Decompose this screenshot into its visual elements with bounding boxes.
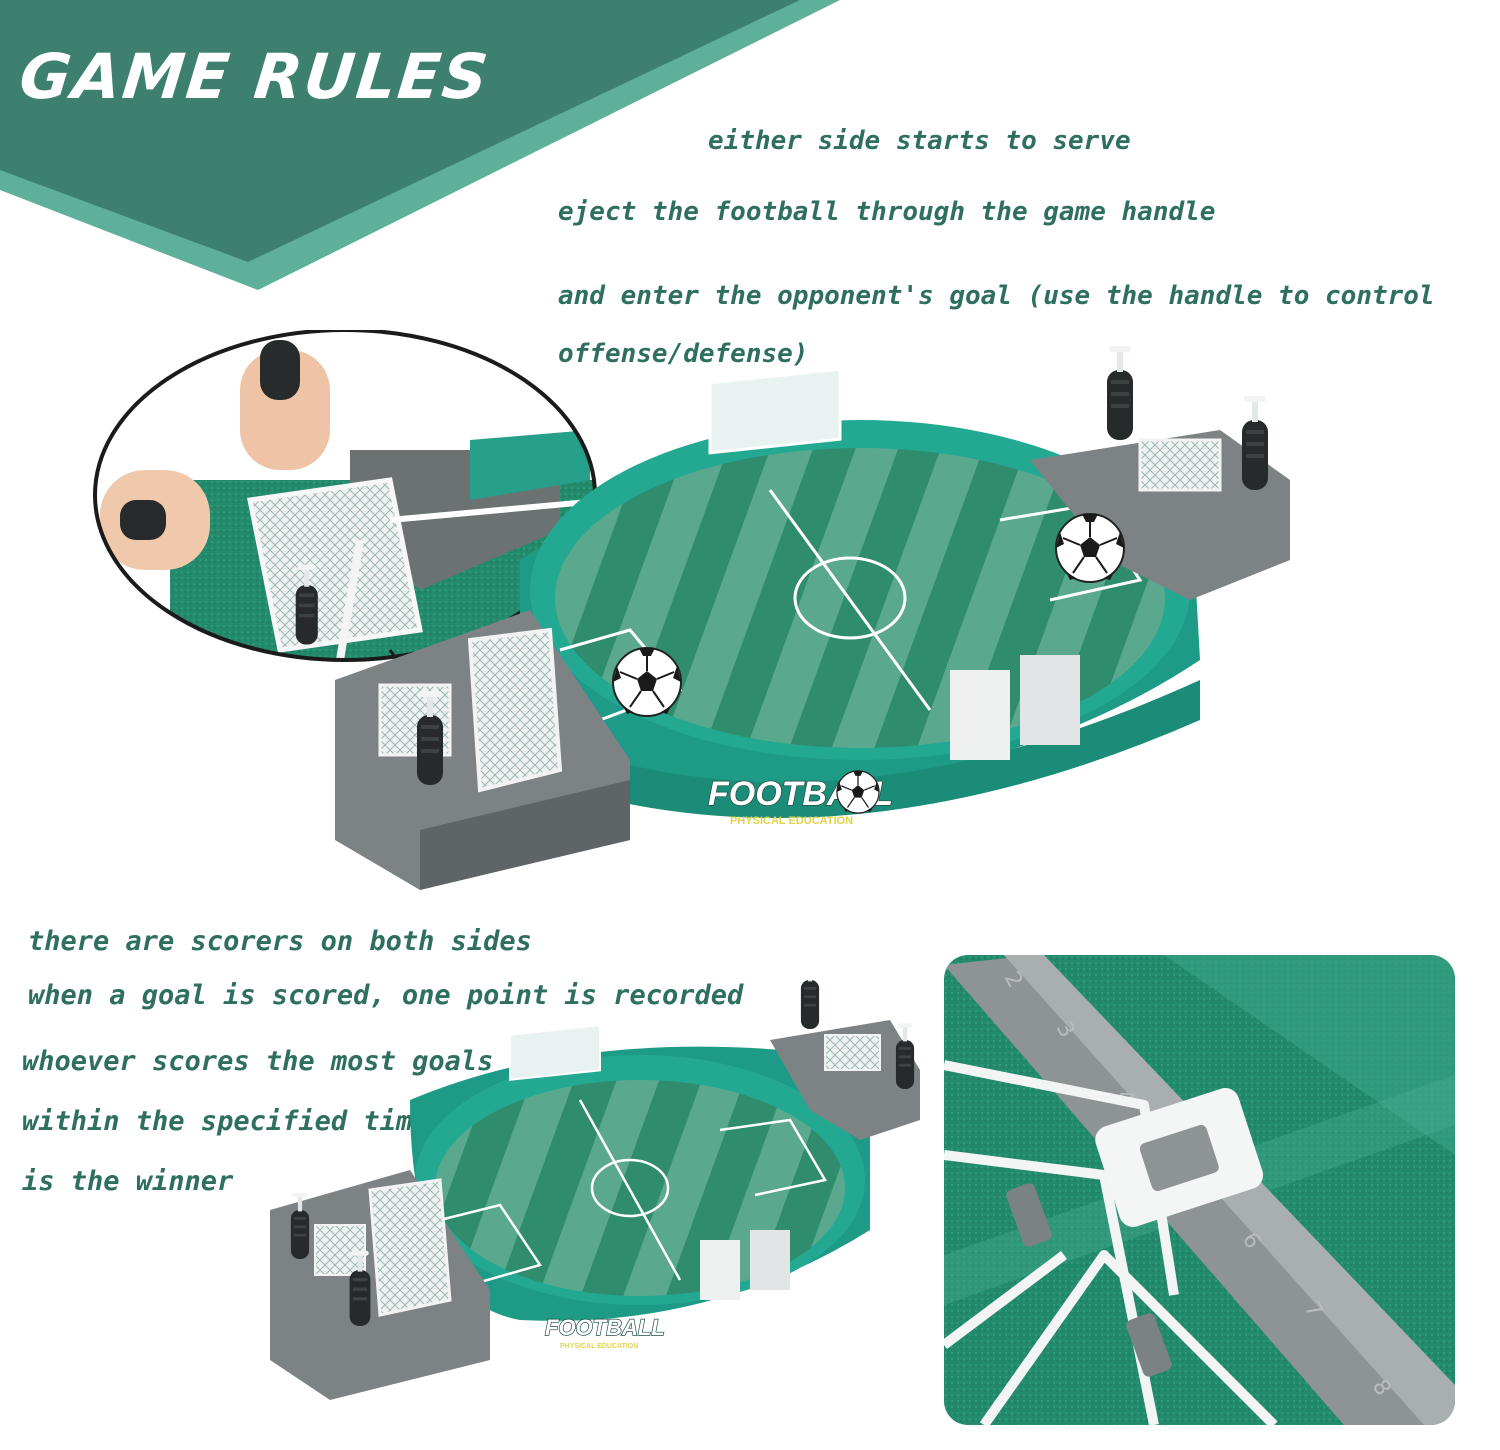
soccer-ball-right bbox=[1055, 513, 1125, 583]
board-brand-label: FOOTBALL PHYSICAL EDUCATION bbox=[707, 770, 894, 827]
scorer-closeup: 2 3 4 5 6 7 8 bbox=[944, 955, 1455, 1425]
rule-winner: is the winner bbox=[22, 1166, 234, 1197]
page-title: GAME RULES bbox=[16, 40, 493, 113]
rule-most-goals: whoever scores the most goals bbox=[22, 1046, 494, 1077]
small-brand-text: FOOTBALL bbox=[545, 1315, 665, 1340]
rule-scorers: there are scorers on both sides bbox=[28, 926, 532, 957]
rule-enter-goal: and enter the opponent's goal (use the h… bbox=[558, 281, 1435, 311]
soccer-ball-left bbox=[612, 647, 682, 717]
brand-subtitle: PHYSICAL EDUCATION bbox=[730, 815, 853, 827]
rule-serve: either side starts to serve bbox=[708, 126, 1131, 156]
small-brand-subtitle: PHYSICAL EDUCATION bbox=[560, 1343, 638, 1350]
football-game-board-small: FOOTBALL PHYSICAL EDUCATION bbox=[270, 980, 920, 1400]
football-game-board: FOOTBALL PHYSICAL EDUCATION bbox=[93, 330, 1290, 890]
rule-offense-defense: offense/defense) bbox=[558, 339, 809, 369]
title-banner bbox=[0, 0, 840, 290]
score-slider[interactable] bbox=[1092, 1084, 1267, 1230]
rule-eject: eject the football through the game hand… bbox=[558, 197, 1216, 227]
rule-point-recorded: when a goal is scored, one point is reco… bbox=[28, 980, 744, 1011]
rule-specified-time: within the specified time bbox=[22, 1106, 429, 1137]
brand-ball-icon bbox=[836, 770, 880, 814]
right-goal-assembly bbox=[1030, 346, 1290, 600]
board-body bbox=[519, 367, 1200, 818]
left-goal-assembly bbox=[295, 564, 630, 890]
